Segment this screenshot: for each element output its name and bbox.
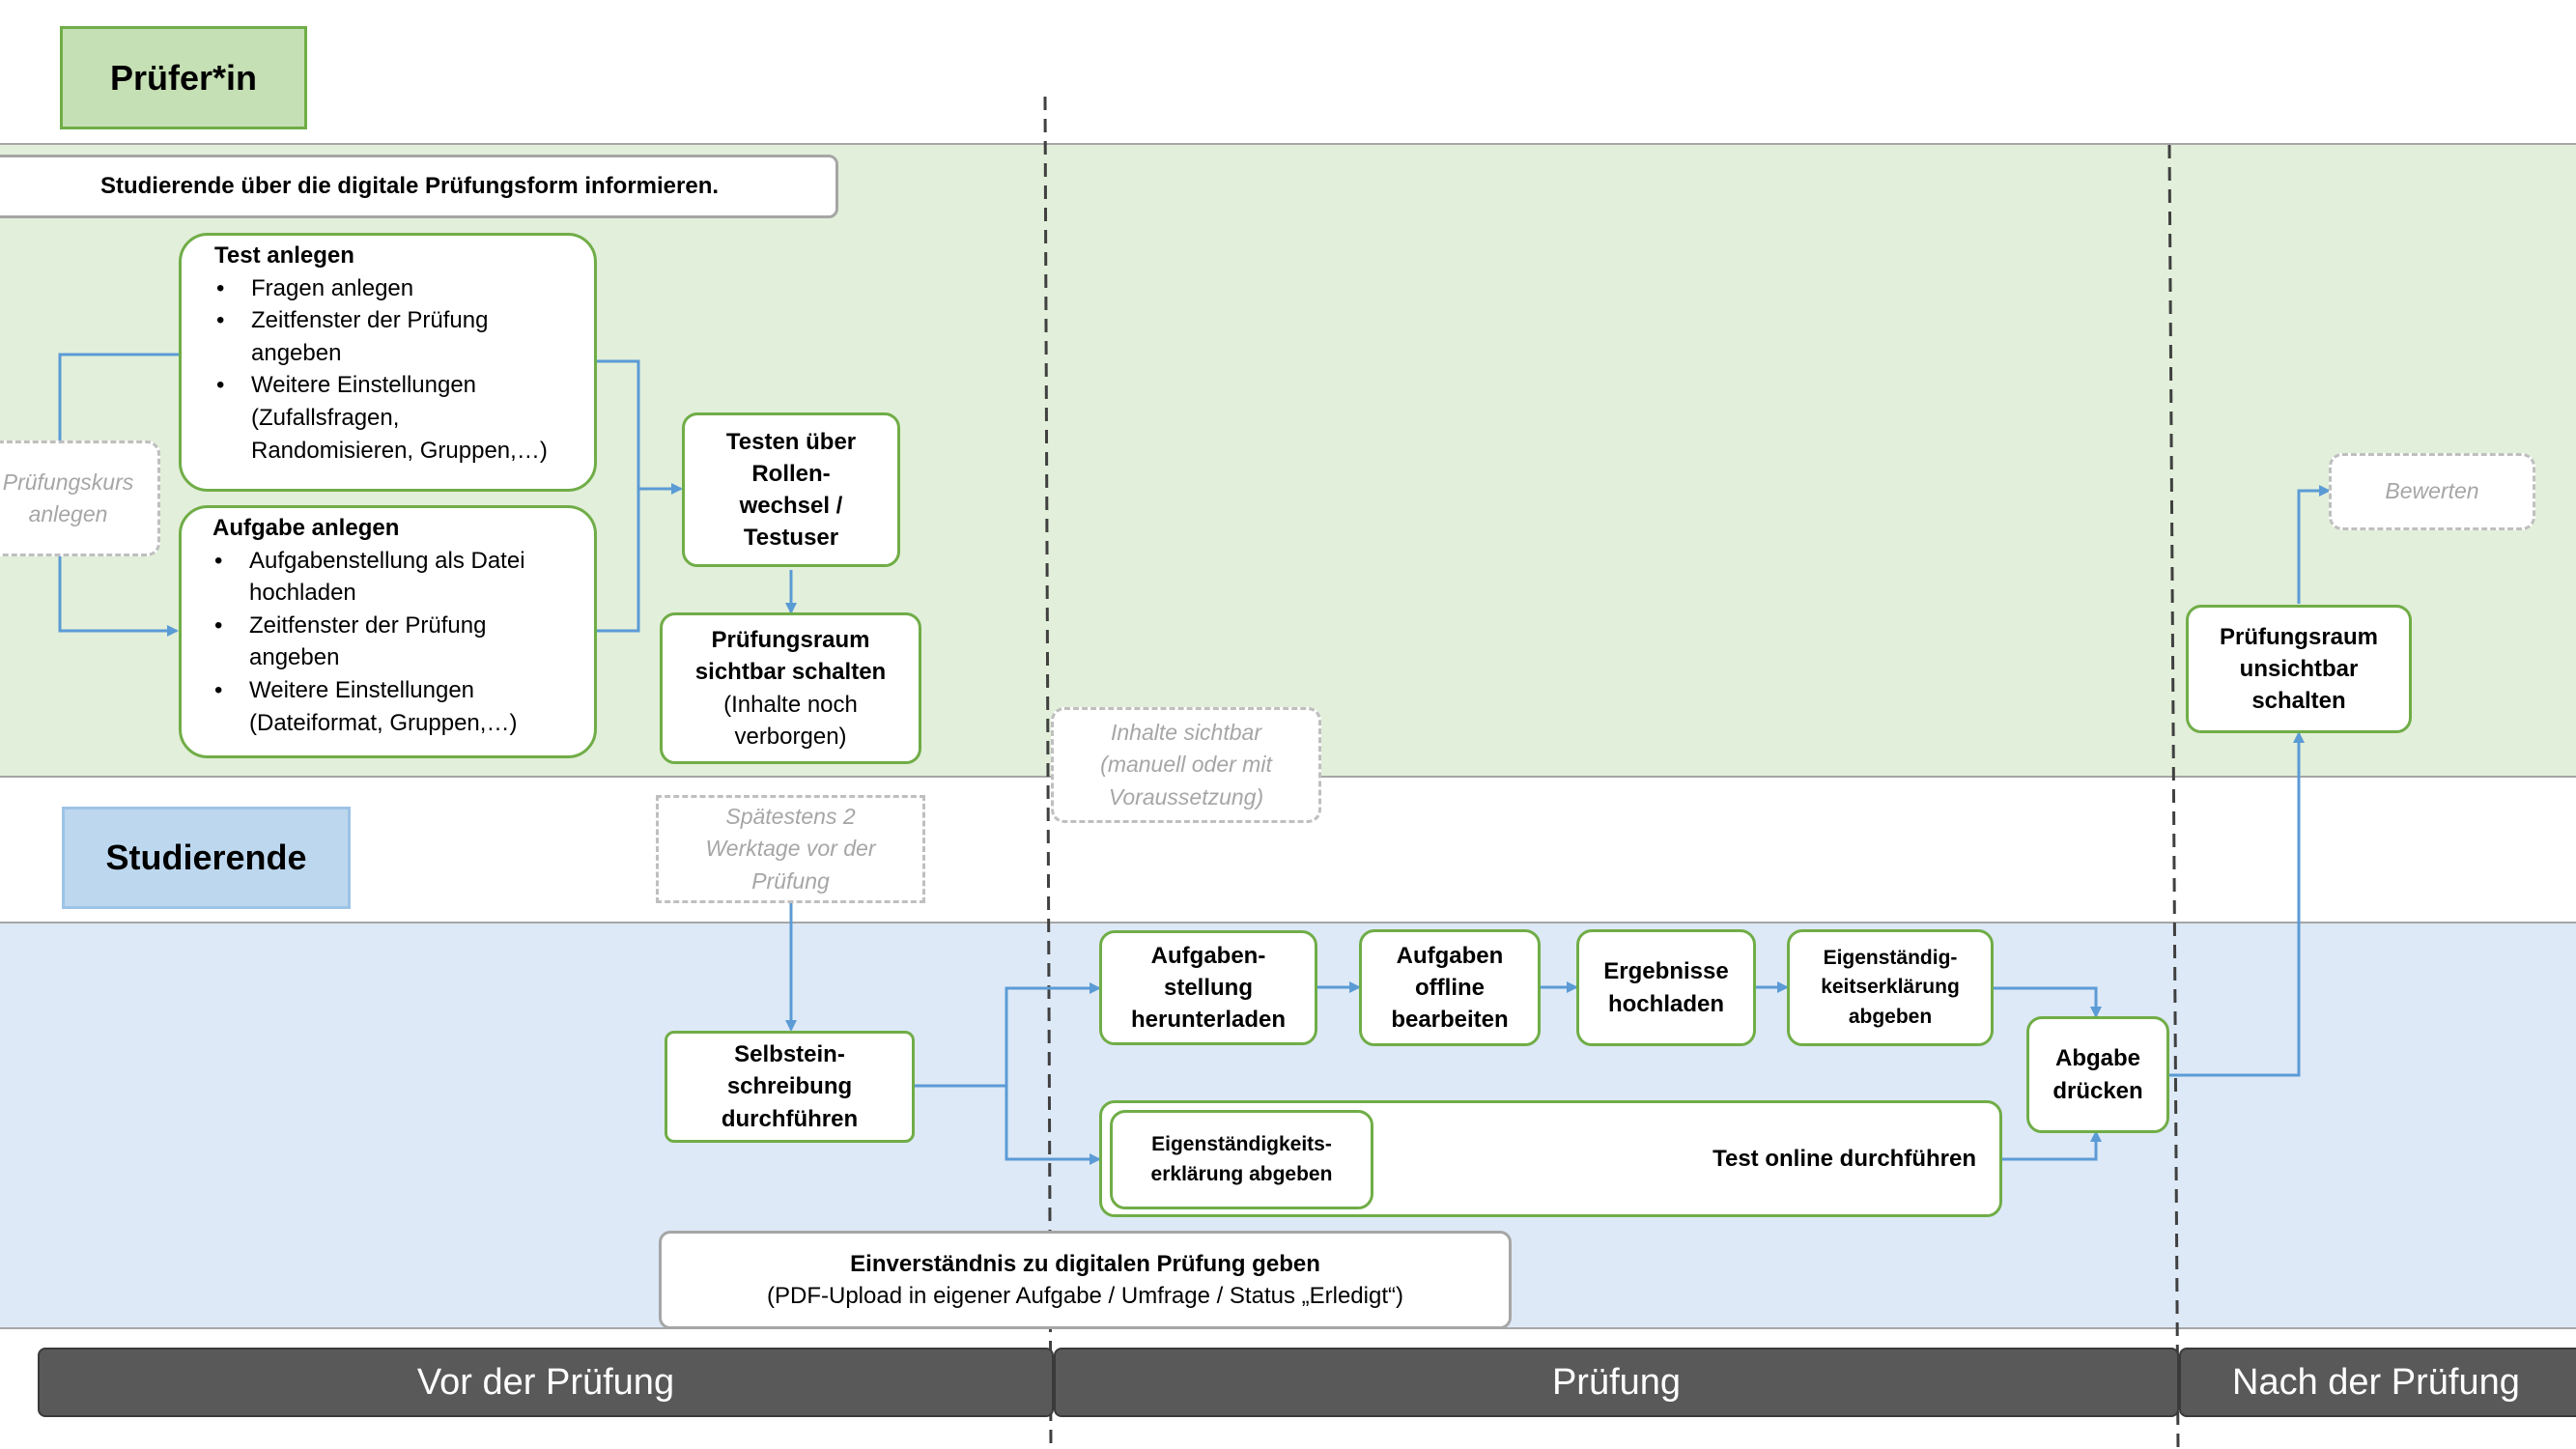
make-invisible-line: unsichtbar [2239,655,2359,682]
create-assignment-title: Aufgabe anlegen [212,515,400,541]
testing-line: Testuser [743,525,839,552]
download-task-line: Aufgaben- [1150,942,1266,969]
arrow-declaration-to-submit [1993,986,2102,1018]
create-assignment-item: Aufgabenstellung als Datei hochladen [212,545,567,610]
consent-box[interactable]: Einverständnis zu digitalen Prüfung gebe… [659,1231,1512,1329]
content-visible-line: (manuell oder mit [1100,752,1272,778]
make-visible-title-line: sichtbar schalten [694,659,887,686]
deadline-line: Spätestens 2 [725,803,856,829]
self-description-line: durchführen [721,1105,859,1132]
download-task-box[interactable]: Aufgaben- stellung herunterladen [1099,930,1317,1045]
inform-students-box[interactable]: Studierende über die digitale Prüfungsfo… [0,155,838,218]
make-invisible-line: schalten [2251,688,2346,715]
online-declaration-line: Eigenständigkeits- [1151,1133,1332,1156]
work-offline-line: bearbeiten [1391,1007,1509,1034]
testing-line: Rollen- [751,460,831,487]
phase-divider-2 [2167,144,2180,1449]
consent-detail: (PDF-Upload in eigener Aufgabe / Umfrage… [767,1283,1403,1309]
create-course-line-1: Prüfungskurs [2,469,134,495]
work-offline-line: offline [1415,974,1485,1001]
create-course-box[interactable]: Prüfungskurs anlegen [0,440,160,556]
inform-students-text: Studierende über die digitale Prüfungsfo… [99,173,720,200]
deadline-line: Prüfung [751,867,830,894]
students-lane-title: Studierende [105,838,307,877]
arrow-to-download [1005,982,1101,1086]
arrow-course-to-test [58,349,195,440]
make-visible-box[interactable]: Prüfungsraum sichtbar schalten (Inhalte … [660,612,921,764]
arrow-hide-to-grade [2297,485,2331,604]
deadline-line: Werktage vor der [705,836,876,862]
declaration-line: abgeben [1848,1005,1933,1028]
create-assignment-item: Zeitfenster der Prüfung angeben [212,610,567,674]
online-declaration-box[interactable]: Eigenständigkeits- erklärung abgeben [1110,1110,1373,1209]
content-visible-line: Inhalte sichtbar [1111,719,1261,745]
create-test-box[interactable]: Test anlegen Fragen anlegen Zeitfenster … [179,233,597,492]
upload-results-line: hochladen [1607,990,1724,1017]
phase-exam-label: Prüfung [1551,1361,1682,1403]
content-visible-line: Voraussetzung) [1108,783,1264,810]
make-visible-title-line: Prüfungsraum [711,627,870,654]
phase-after-exam: Nach der Prüfung [2179,1348,2576,1417]
make-invisible-line: Prüfungsraum [2219,623,2378,650]
create-test-item: Zeitfenster der Prüfung angeben [214,304,567,369]
self-description-line: Selbstein- [734,1041,845,1068]
consent-title: Einverständnis zu digitalen Prüfung gebe… [850,1250,1320,1277]
work-offline-box[interactable]: Aufgaben offline bearbeiten [1359,929,1541,1046]
phase-before-exam: Vor der Prüfung [38,1348,1054,1417]
grade-text: Bewerten [2385,478,2479,504]
arrow-online-test-to-submit [2002,1130,2102,1161]
create-assignment-item: Weitere Einstellungen (Dateiformat, Grup… [212,674,567,739]
make-visible-note: verborgen) [734,723,847,750]
create-course-line-2: anlegen [28,501,108,526]
connector-test-out [597,359,640,489]
examiner-lane-title: Prüfer*in [109,57,258,98]
testing-box[interactable]: Testen über Rollen- wechsel / Testuser [682,412,900,567]
phase-before-exam-label: Vor der Prüfung [416,1361,675,1403]
deadline-box[interactable]: Spätestens 2 Werktage vor der Prüfung [656,795,925,903]
connector-assignment-out [597,489,640,633]
online-test-label: Test online durchführen [1713,1145,1976,1172]
students-lane-label: Studierende [62,807,351,909]
arrow-course-to-assignment [58,556,179,637]
make-invisible-box[interactable]: Prüfungsraum unsichtbar schalten [2186,605,2412,733]
submit-line: Abgabe [2054,1045,2140,1072]
declaration-line: Eigenständig- [1823,946,1958,969]
make-visible-note: (Inhalte noch [723,691,858,718]
testing-line: wechsel / [739,493,843,519]
declaration-line: keitserklärung [1821,976,1960,999]
phase-after-exam-label: Nach der Prüfung [2232,1361,2520,1403]
download-task-line: stellung [1163,974,1253,1001]
online-declaration-line: erklärung abgeben [1150,1162,1333,1185]
upload-results-line: Ergebnisse [1603,958,1729,985]
arrow-submit-to-hide [2169,731,2305,1077]
testing-line: Testen über [725,428,857,455]
create-test-item: Fragen anlegen [214,272,567,305]
content-visible-box[interactable]: Inhalte sichtbar (manuell oder mit Vorau… [1051,707,1321,823]
self-description-box[interactable]: Selbstein- schreibung durchführen [665,1031,915,1143]
submit-line: drücken [2052,1077,2143,1104]
create-test-item: Weitere Einstellungen (Zufallsfragen, Ra… [214,369,567,467]
declaration-box[interactable]: Eigenständig- keitserklärung abgeben [1787,929,1994,1046]
examiner-lane-label: Prüfer*in [60,26,307,129]
create-test-title: Test anlegen [214,242,354,269]
arrow-to-online-test [1005,1086,1101,1165]
submit-box[interactable]: Abgabe drücken [2026,1016,2169,1133]
download-task-line: herunterladen [1130,1007,1287,1034]
grade-box[interactable]: Bewerten [2329,453,2535,530]
phase-exam: Prüfung [1054,1348,2179,1417]
create-assignment-box[interactable]: Aufgabe anlegen Aufgabenstellung als Dat… [179,505,597,758]
upload-results-box[interactable]: Ergebnisse hochladen [1576,929,1756,1046]
work-offline-line: Aufgaben [1396,942,1504,969]
self-description-line: schreibung [726,1073,853,1100]
phase-divider-1 [1043,96,1053,1449]
